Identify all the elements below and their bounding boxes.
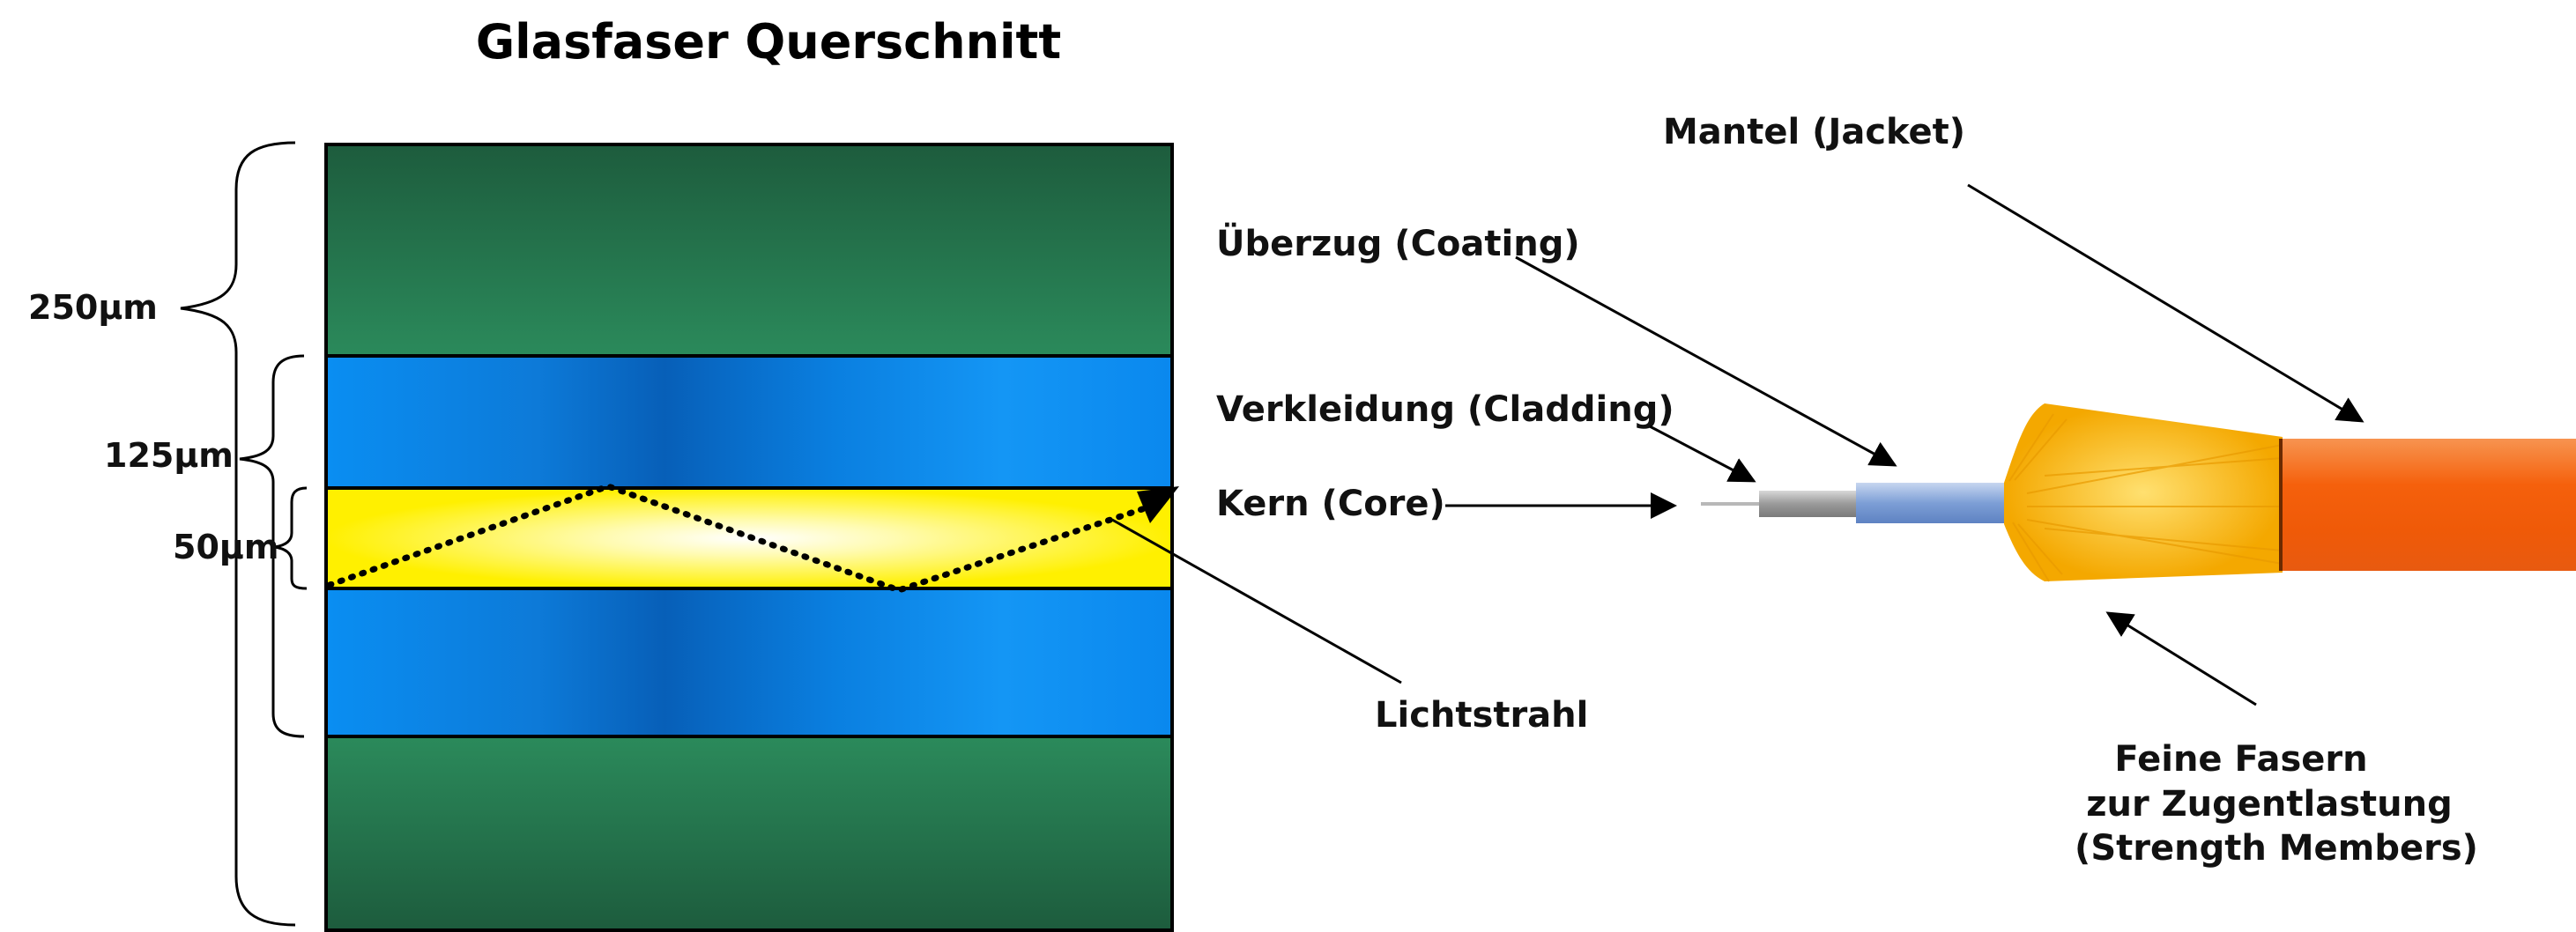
dimension-50-label: 50µm [173, 528, 278, 566]
dimension-125-label: 125µm [104, 436, 234, 475]
coating-segment [1856, 483, 2006, 523]
coating-label: Überzug (Coating) [1216, 222, 1580, 264]
brace-250 [180, 141, 296, 927]
light-ray-pointer-line [1111, 518, 1402, 684]
core-segment [1759, 491, 1858, 517]
cladding-layer-top [324, 354, 1174, 490]
strength-fibers [2004, 403, 2283, 582]
brace-125 [239, 354, 305, 738]
strength-members-label-line2: zur Zugentlastung [2086, 784, 2452, 825]
light-ray-path [326, 483, 1154, 594]
strength-members-label-line1: Feine Fasern [2114, 739, 2367, 780]
jacket-tube [2281, 439, 2576, 571]
strength-members-arrow [2105, 611, 2257, 706]
jacket-label: Mantel (Jacket) [1663, 112, 1965, 152]
cladding-layer-bottom [324, 587, 1174, 738]
dimension-250-label: 250µm [28, 288, 158, 327]
light-ray-arrowhead [1137, 486, 1179, 523]
fiber-cross-section [324, 143, 1179, 932]
jacket-arrow [1967, 183, 2364, 423]
coating-layer-top [324, 143, 1174, 358]
dimension-braces [180, 141, 308, 927]
strength-members-label-line3: (Strength Members) [2075, 828, 2478, 869]
page-title: Glasfaser Querschnitt [476, 14, 1061, 70]
brace-50 [274, 486, 308, 590]
cladding-label: Verkleidung (Cladding) [1216, 389, 1674, 430]
core-label: Kern (Core) [1216, 484, 1445, 524]
coating-arrow [1515, 255, 1897, 467]
cladding-arrow [1649, 425, 1756, 483]
cable-illustration [1701, 403, 2576, 582]
coating-layer-bottom [324, 735, 1174, 932]
light-ray-label: Lichtstrahl [1375, 695, 1588, 736]
